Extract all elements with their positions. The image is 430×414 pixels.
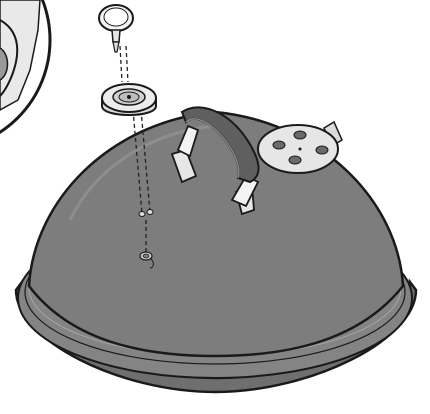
inset-detail-icon	[0, 0, 50, 150]
lid-icon	[16, 112, 416, 392]
bezel-icon	[102, 84, 156, 115]
thermometer-icon	[99, 5, 133, 52]
